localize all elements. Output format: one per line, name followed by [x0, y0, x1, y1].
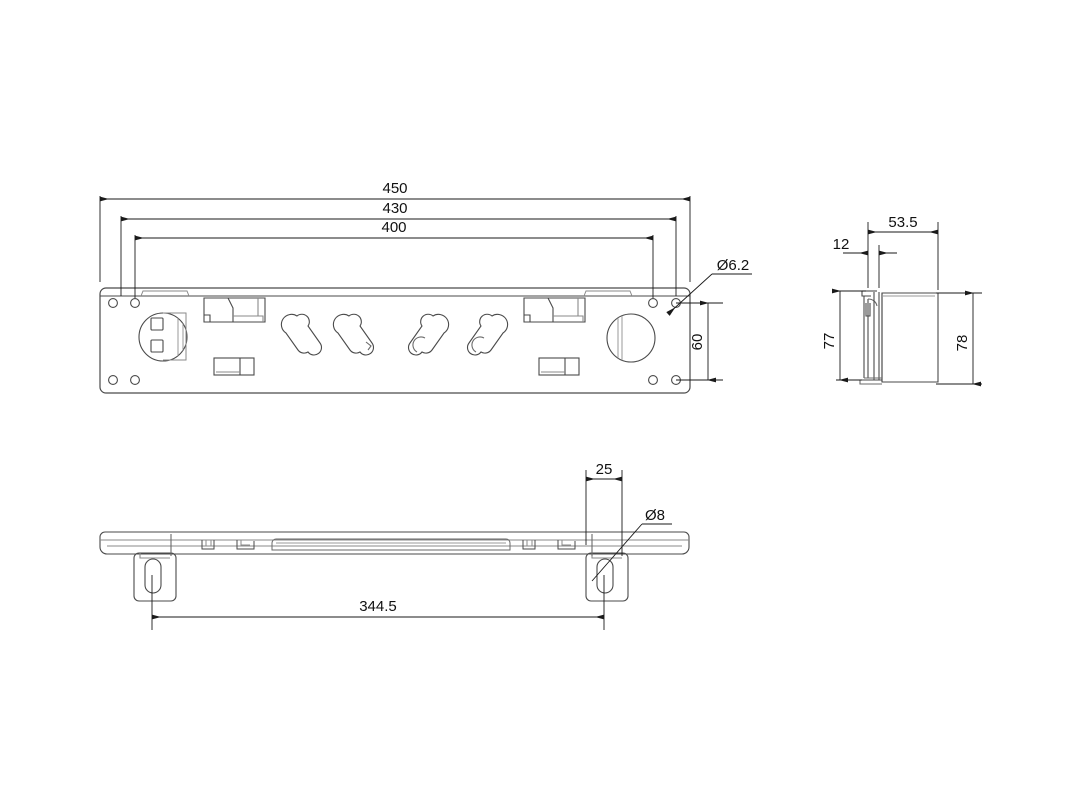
front-angled-slots: [280, 313, 509, 356]
front-left-disc-feature: [138, 312, 188, 362]
dimension-400-label: 400: [381, 219, 406, 236]
dimension-3445: 344.5: [151, 575, 605, 630]
slot-4: [466, 313, 509, 356]
bottom-tab-features: [201, 540, 576, 550]
dimension-60-label: 60: [689, 334, 706, 351]
slot-2: [332, 313, 375, 356]
bottom-left-bracket-slot: [144, 558, 162, 594]
dimension-3445-label: 344.5: [359, 598, 397, 615]
front-emboss-upper-right: [523, 297, 586, 323]
hole-bottom-right-1: [648, 375, 658, 385]
slot-3: [407, 313, 450, 356]
bottom-left-bracket: [133, 534, 177, 602]
dimension-25: 25: [585, 461, 623, 556]
hole-top-left-2: [130, 298, 140, 308]
bottom-right-bracket-slot: [596, 558, 614, 594]
dimension-400: 400: [134, 219, 654, 298]
dimension-25-label: 25: [596, 461, 613, 478]
dimension-535: 53.5: [867, 214, 939, 290]
dimension-hole-diameter-8: Ø8: [591, 507, 672, 582]
bottom-view: 25 Ø8 344.5: [99, 461, 690, 630]
dimension-430: 430: [120, 200, 677, 296]
front-plate-outline: [99, 287, 691, 394]
dimension-430-label: 430: [382, 200, 407, 217]
hole-top-left-1: [108, 298, 118, 308]
front-mounting-holes-top: [108, 298, 681, 308]
side-profile-geometry: [859, 290, 939, 385]
front-view: 450 430 400 Ø6.2: [99, 180, 752, 394]
dimension-diameter-8-label: Ø8: [645, 507, 665, 524]
hole-top-right-1: [648, 298, 658, 308]
dimension-diameter-62-label: Ø6.2: [717, 257, 750, 274]
front-top-tabs: [140, 290, 633, 297]
side-view: 53.5 12 77 78: [821, 214, 982, 387]
slot-1: [280, 313, 323, 356]
square-cutout-upper: [150, 317, 164, 331]
dimension-78-label: 78: [954, 335, 971, 352]
dimension-77-label: 77: [821, 333, 838, 350]
front-emboss-upper-left: [203, 297, 266, 323]
hole-bottom-left-1: [108, 375, 118, 385]
dimension-450: 450: [99, 180, 691, 282]
dimension-78: 78: [936, 290, 982, 387]
front-emboss-lower-right: [538, 357, 580, 376]
dimension-12-label: 12: [833, 236, 850, 253]
hole-bottom-left-2: [130, 375, 140, 385]
dimension-450-label: 450: [382, 180, 407, 197]
dimension-60: 60: [676, 300, 723, 383]
dimension-535-label: 53.5: [888, 214, 917, 231]
dimension-77: 77: [821, 288, 866, 383]
bottom-bar-profile: [99, 531, 690, 555]
front-right-disc-feature: [606, 313, 656, 363]
dimension-hole-diameter-62: Ø6.2: [666, 257, 752, 316]
bottom-inner-recess: [271, 538, 511, 551]
square-cutout-lower: [150, 339, 164, 353]
front-mounting-holes-bottom: [108, 375, 681, 385]
front-emboss-lower-left: [213, 357, 255, 376]
dimension-12: 12: [833, 236, 897, 288]
